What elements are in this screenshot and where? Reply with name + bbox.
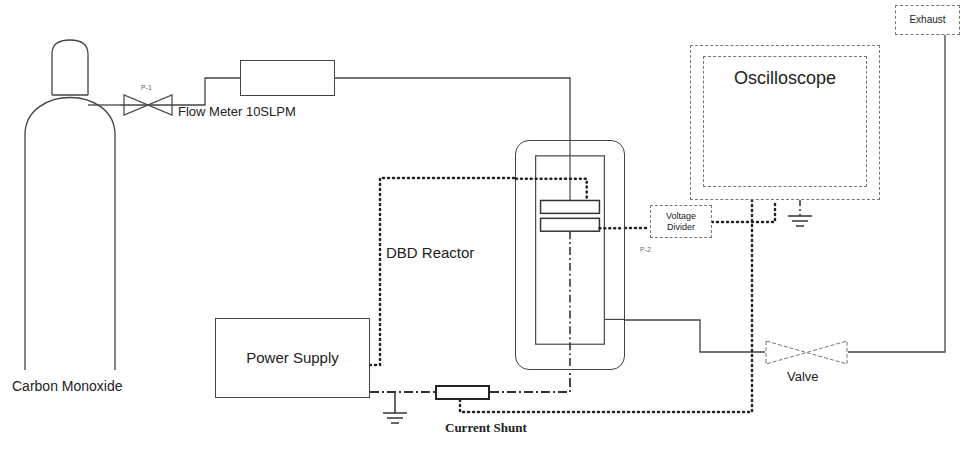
connector: [625, 320, 765, 352]
connector: [460, 200, 752, 412]
node-label: Oscilloscope: [734, 68, 836, 88]
reactor-internals: [516, 141, 624, 369]
connector: [370, 178, 515, 365]
part-tag: P-1: [141, 84, 152, 91]
connector: [848, 35, 945, 352]
voltage-divider-box: Voltage Divider: [650, 205, 712, 238]
node-label: Flow Meter 10SLPM: [178, 105, 296, 120]
connector: [120, 78, 240, 105]
node-label: Exhaust: [909, 14, 945, 26]
ground-symbol: [383, 392, 407, 423]
cylinder-outline: [20, 40, 120, 370]
resistor-symbol: Current Shunt: [435, 385, 490, 400]
exhaust-box: Exhaust: [895, 5, 960, 35]
connector: [490, 370, 570, 392]
connector: [625, 227, 650, 230]
node-label: DBD Reactor: [386, 244, 474, 261]
oscilloscope-box: Oscilloscope: [690, 45, 880, 200]
connector: [335, 78, 570, 140]
node-label: Valve: [787, 370, 819, 385]
ground-symbol: [788, 200, 812, 226]
node-label: Voltage Divider: [654, 211, 708, 232]
connector: [370, 391, 435, 393]
node-label: Power Supply: [246, 349, 339, 366]
node-label: Current Shunt: [445, 421, 527, 436]
node-label: Carbon Monoxide: [12, 378, 123, 394]
gas-cylinder: Carbon Monoxide: [20, 40, 120, 370]
valve-symbol: Valve: [765, 340, 848, 365]
power-supply-box: Power Supply: [215, 318, 370, 398]
connector: [712, 200, 775, 222]
valve-outline: [765, 340, 848, 365]
part-tag: P-2: [640, 246, 651, 253]
flow-meter-box: Flow Meter 10SLPM: [240, 60, 335, 96]
reactor-vessel: DBD Reactor: [515, 140, 625, 370]
